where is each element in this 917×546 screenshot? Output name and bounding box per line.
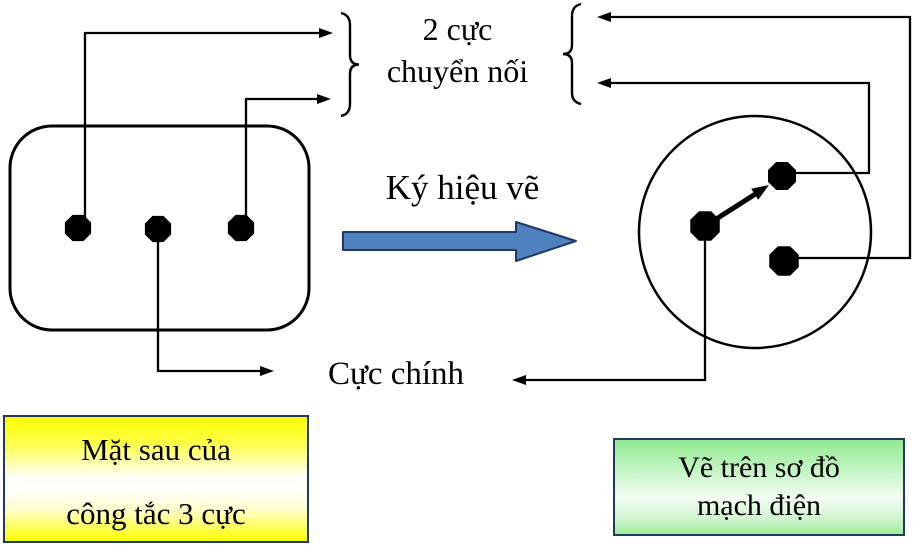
curly-brace-left (562, 2, 582, 106)
curly-brace-right (340, 11, 360, 118)
label-two-switch-poles-line2: chuyển nối (386, 53, 529, 89)
symbol-lower-pole-dot (769, 246, 799, 276)
callout-back-of-switch: Mặt sau của công tắc 3 cực (3, 415, 309, 543)
label-two-switch-poles: 2 cực chuyển nối (340, 8, 575, 92)
leader-line-symbol-lower-pole (604, 15, 912, 260)
arrowhead-left-icon (597, 78, 611, 88)
callout-circuit-diagram: Vẽ trên sơ đồ mạch điện (613, 438, 905, 536)
arrowhead-right-icon (260, 366, 274, 376)
callout-circuit-diagram-line1: Vẽ trên sơ đồ (678, 451, 840, 484)
switch-symbol-circle (637, 114, 873, 350)
arrowhead-left-icon (512, 375, 526, 385)
leader-line-left-pole (83, 31, 325, 218)
contact-dot-left (64, 214, 92, 242)
lever-arrowhead-icon (751, 185, 769, 200)
transform-block-arrow-icon (342, 221, 577, 262)
arrowhead-right-icon (317, 94, 331, 104)
arrowhead-left-icon (597, 12, 611, 22)
symbol-upper-pole-dot (768, 162, 796, 190)
label-two-switch-poles-line1: 2 cực (422, 11, 493, 47)
arrowhead-right-icon (319, 28, 333, 38)
label-drawing-symbol: Ký hiệu vẽ (385, 168, 540, 207)
callout-circuit-diagram-line2: mạch điện (696, 489, 822, 522)
contact-dot-right (227, 214, 255, 242)
callout-back-of-switch-line2: công tắc 3 cực (66, 496, 246, 531)
leader-line-main-pole-left (156, 238, 265, 373)
switch-lever (708, 190, 759, 226)
leader-line-main-pole-right (520, 236, 707, 382)
leader-line-right-pole (244, 97, 323, 218)
switch-back-plate (8, 124, 311, 332)
leader-line-symbol-upper-pole (604, 81, 871, 175)
label-main-pole: Cực chính (327, 356, 465, 392)
callout-back-of-switch-line1: Mặt sau của (81, 432, 231, 467)
